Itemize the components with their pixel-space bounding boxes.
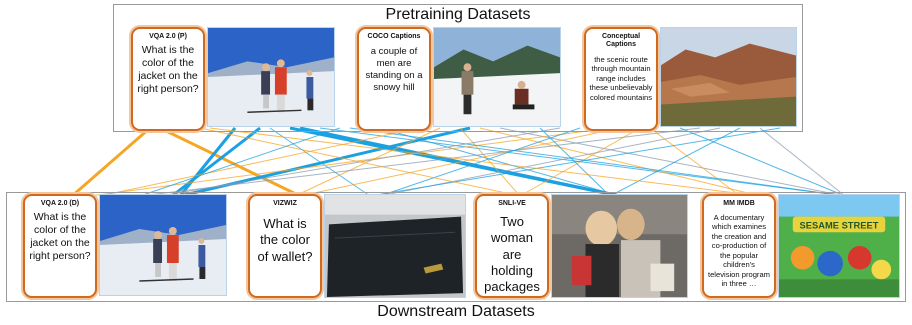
mmimdb-poster: SESAME STREET [778, 194, 900, 298]
transfer-link [519, 127, 641, 197]
snli-hypothesis: Two woman are holding packages [484, 214, 540, 294]
transfer-link [139, 127, 341, 197]
transfer-link [139, 127, 701, 197]
transfer-link [499, 127, 846, 197]
transfer-link [159, 126, 301, 198]
poster-logo-text: SESAME STREET [800, 220, 879, 230]
pretraining-panel [113, 4, 803, 132]
coco-image [433, 27, 561, 127]
conceptual-card: Conceptual Captions the scenic route thr… [584, 27, 658, 131]
transfer-link [199, 127, 521, 197]
mmimdb-name: MM IMDB [723, 200, 755, 207]
transfer-link [99, 127, 421, 197]
coco-name: COCO Captions [367, 33, 421, 40]
transfer-link [759, 127, 846, 197]
vizwiz-image [324, 194, 466, 298]
transfer-link [209, 127, 761, 197]
transfer-link [299, 127, 621, 197]
transfer-link [649, 127, 741, 197]
vizwiz-question: What is the color of wallet? [257, 216, 313, 264]
transfer-link [459, 127, 521, 197]
snli-name: SNLI-VE [498, 200, 526, 207]
transfer-link [89, 127, 611, 197]
vqa-d-name: VQA 2.0 (D) [40, 200, 80, 207]
coco-caption: a couple of men are standing on a snowy … [365, 46, 423, 93]
conceptual-image [660, 27, 797, 127]
transfer-link [349, 127, 846, 197]
downstream-title: Downstream Datasets [377, 303, 535, 320]
transfer-link [609, 127, 741, 197]
transfer-link [679, 127, 846, 197]
coco-card: COCO Captions a couple of men are standi… [357, 27, 431, 131]
transfer-link [539, 127, 611, 197]
vqa-p-image [207, 27, 335, 127]
transfer-link [319, 127, 846, 197]
transfer-link [71, 126, 151, 198]
transfer-link [171, 126, 261, 198]
mmimdb-plot: A documentary which examines the creatio… [707, 213, 771, 289]
pretraining-title: Pretraining Datasets [385, 6, 531, 23]
vizwiz-name: VIZWIZ [273, 200, 297, 207]
vqa-d-question: What is the color of the jacket on the r… [29, 211, 91, 263]
downstream-panel [6, 192, 906, 302]
vizwiz-card: VIZWIZ What is the color of wallet? [248, 194, 322, 298]
snli-card: SNLI-VE Two woman are holding packages [475, 194, 549, 298]
transfer-link [178, 127, 237, 197]
vqa-p-card: VQA 2.0 (P) What is the color of the jac… [131, 27, 205, 131]
vqa-p-name: VQA 2.0 (P) [149, 33, 187, 40]
transfer-link [379, 127, 621, 197]
transfer-link [294, 127, 441, 197]
snli-image [551, 194, 688, 298]
vqa-d-image [99, 194, 227, 296]
transfer-link [379, 127, 581, 197]
conceptual-caption: the scenic route through mountain range … [589, 55, 653, 102]
vqa-d-card: VQA 2.0 (D) What is the color of the jac… [23, 194, 97, 298]
conceptual-name: Conceptual Captions [601, 33, 641, 48]
mmimdb-card: MM IMDB A documentary which examines the… [702, 194, 776, 298]
vqa-p-question: What is the color of the jacket on the r… [137, 44, 199, 96]
